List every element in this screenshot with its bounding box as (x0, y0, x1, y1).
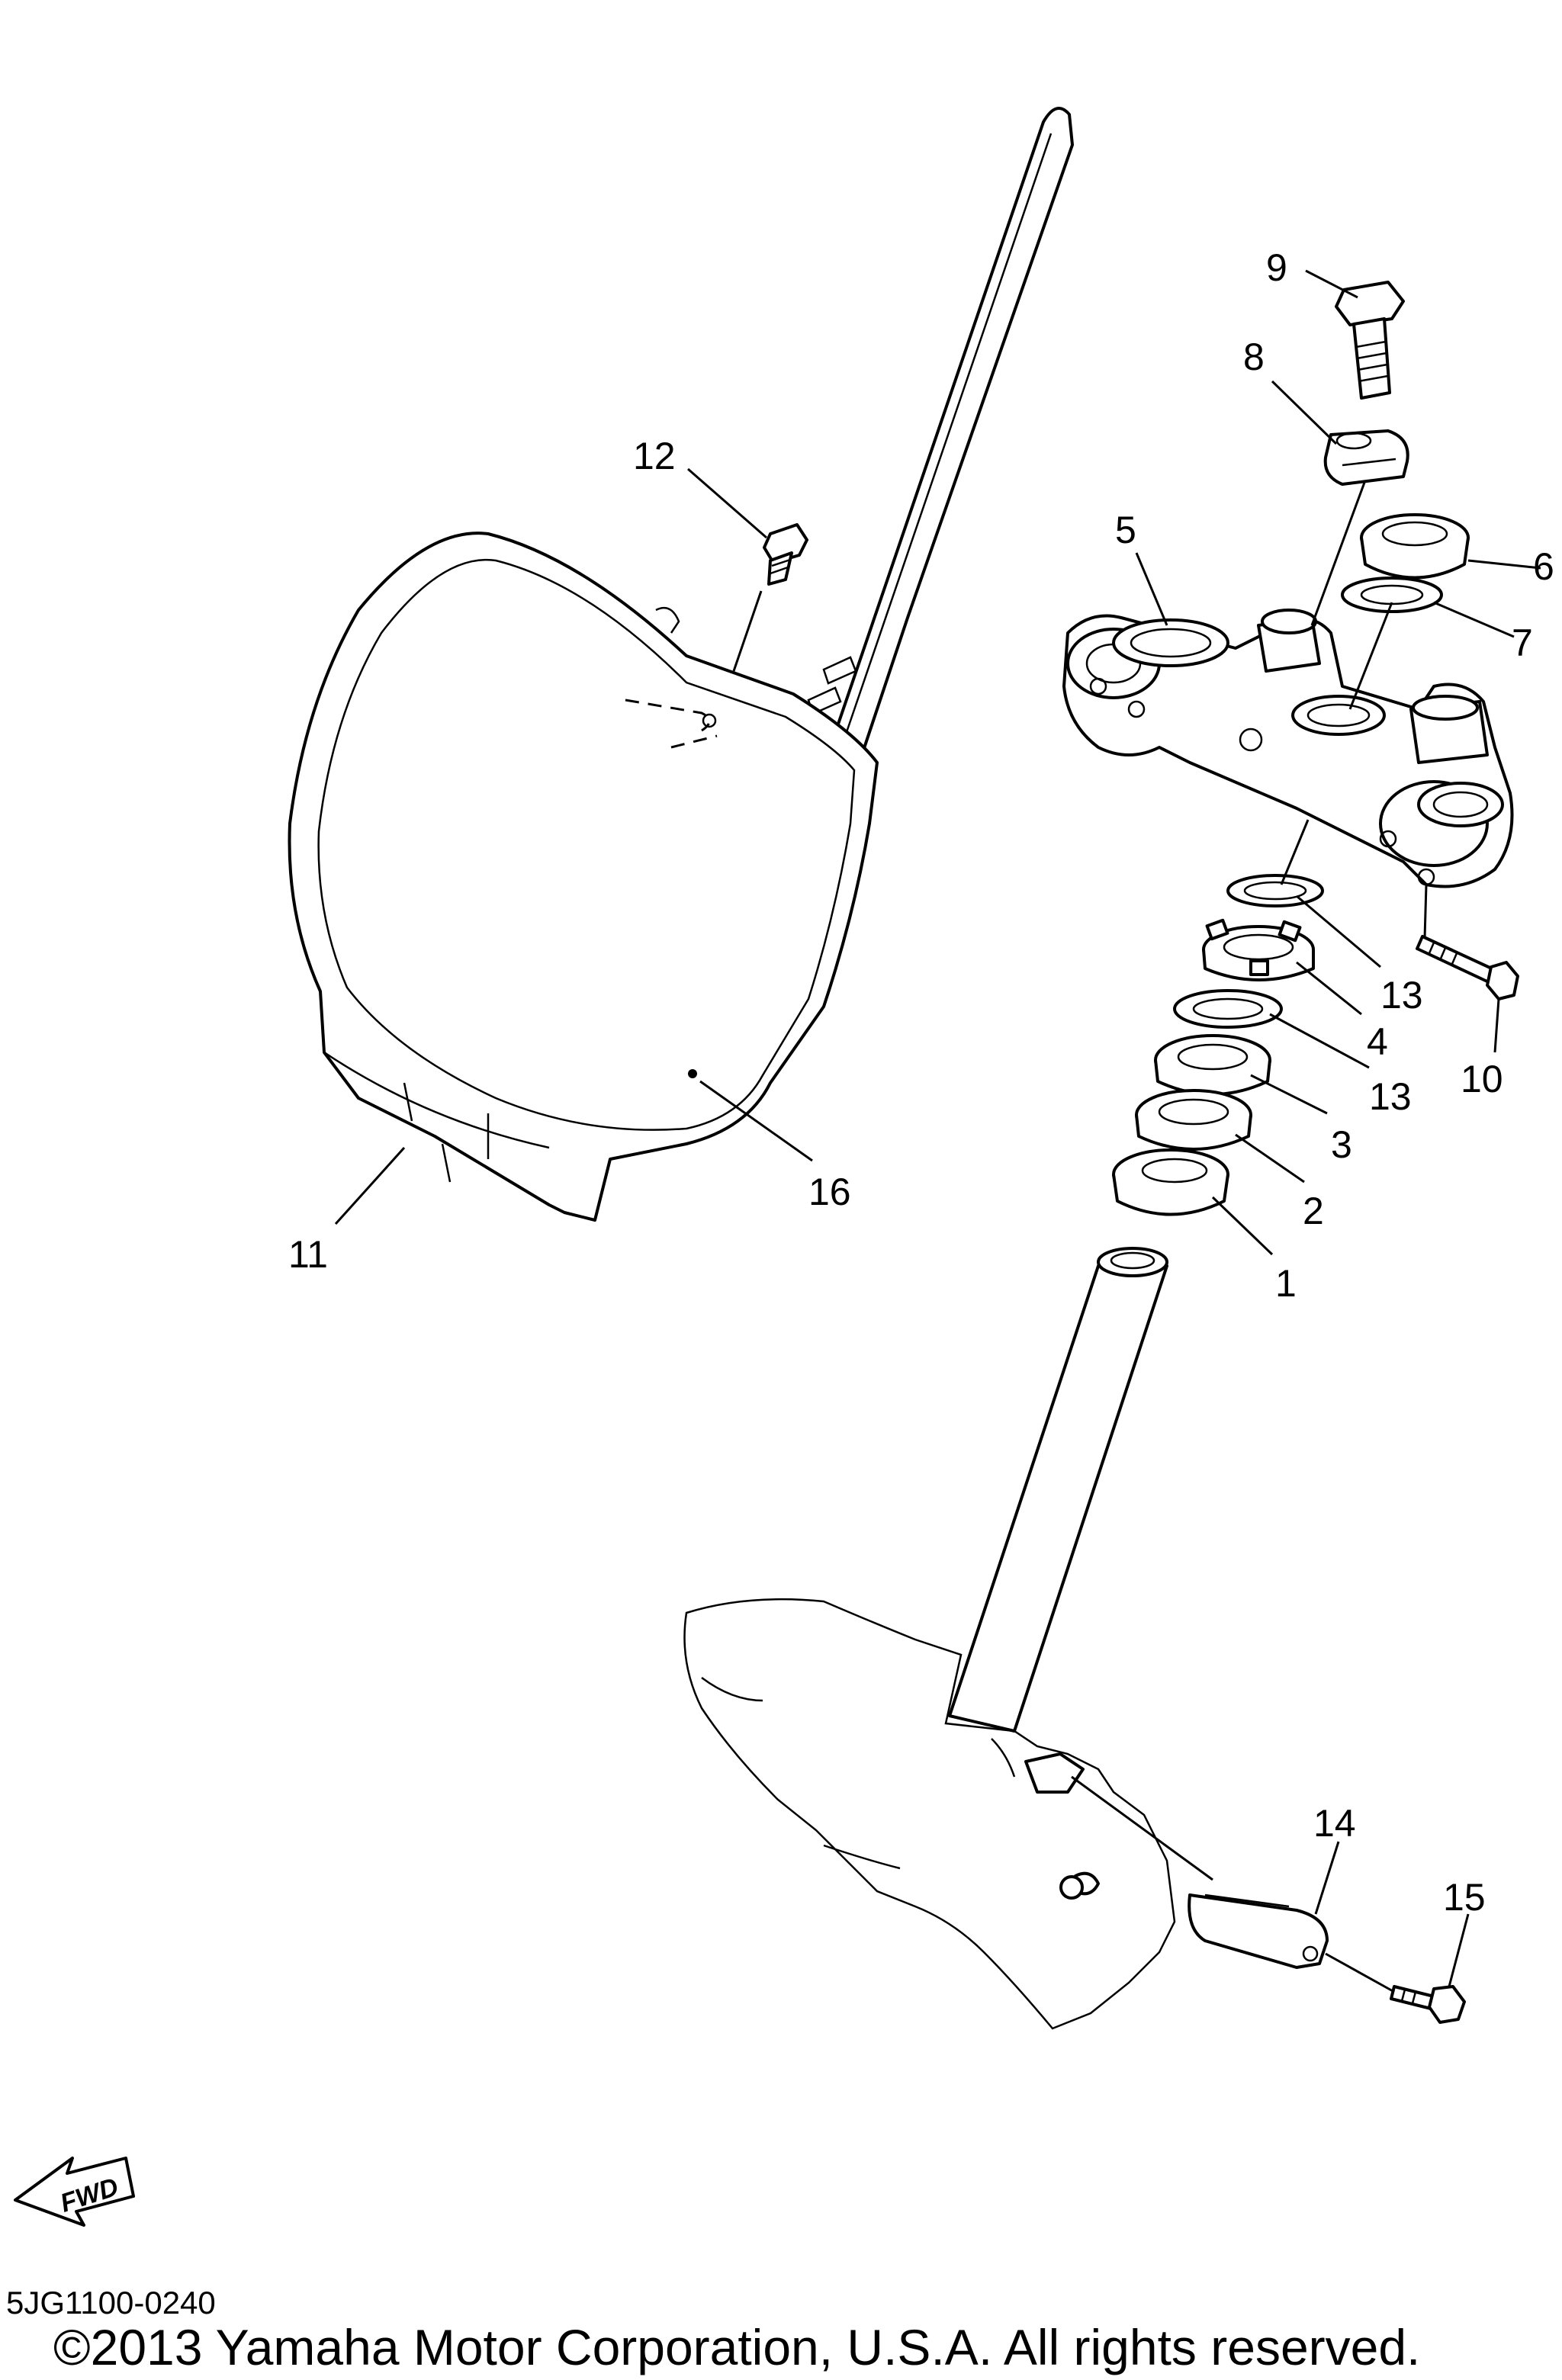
handlebar-clamp-8 (1323, 429, 1409, 486)
callout-13b: 13 (1369, 1075, 1412, 1118)
callout-15: 15 (1443, 1876, 1486, 1919)
callout-9: 9 (1266, 246, 1287, 289)
callout-4: 4 (1367, 1020, 1388, 1063)
callout-7: 7 (1512, 621, 1533, 664)
upper-bracket (1062, 609, 1514, 888)
callouts: 9 8 5 6 7 13 4 10 13 3 2 1 12 16 11 14 1… (288, 246, 1554, 1919)
fwd-arrow-icon: FWD (14, 2157, 135, 2227)
copyright-text: ©2013 Yamaha Motor Corporation, U.S.A. A… (53, 2319, 1421, 2375)
callout-10: 10 (1461, 1058, 1503, 1100)
bolt-9 (1335, 281, 1405, 400)
callout-12: 12 (633, 435, 676, 477)
washer-13-lower (1173, 989, 1283, 1029)
callout-14: 14 (1313, 1802, 1356, 1845)
callout-3: 3 (1331, 1123, 1352, 1166)
bolt-12 (763, 523, 808, 586)
callout-13a: 13 (1380, 974, 1423, 1017)
callout-6: 6 (1533, 545, 1554, 588)
bushing-6 (1360, 513, 1470, 580)
bearing-2 (1135, 1089, 1252, 1151)
reference-code: 5JG1100-0240 (6, 2285, 216, 2321)
number-plate (288, 107, 1074, 1222)
leader-lines (334, 269, 1541, 1993)
washer-13-upper (1226, 874, 1324, 907)
callout-11: 11 (288, 1233, 328, 1276)
callout-16: 16 (808, 1171, 851, 1213)
callout-5: 5 (1115, 509, 1136, 551)
steering-stem (683, 1247, 1176, 2030)
bolt-10 (1416, 935, 1519, 1000)
bolt-15 (1390, 1985, 1466, 2024)
callout-8: 8 (1243, 336, 1265, 378)
ring-nut-4 (1202, 918, 1315, 981)
callout-1: 1 (1275, 1262, 1297, 1305)
bearing-3 (1154, 1034, 1271, 1096)
cable-guide-14 (1188, 1893, 1329, 1969)
washer-7 (1341, 577, 1443, 613)
seal-1 (1112, 1148, 1229, 1216)
callout-2: 2 (1303, 1190, 1324, 1232)
